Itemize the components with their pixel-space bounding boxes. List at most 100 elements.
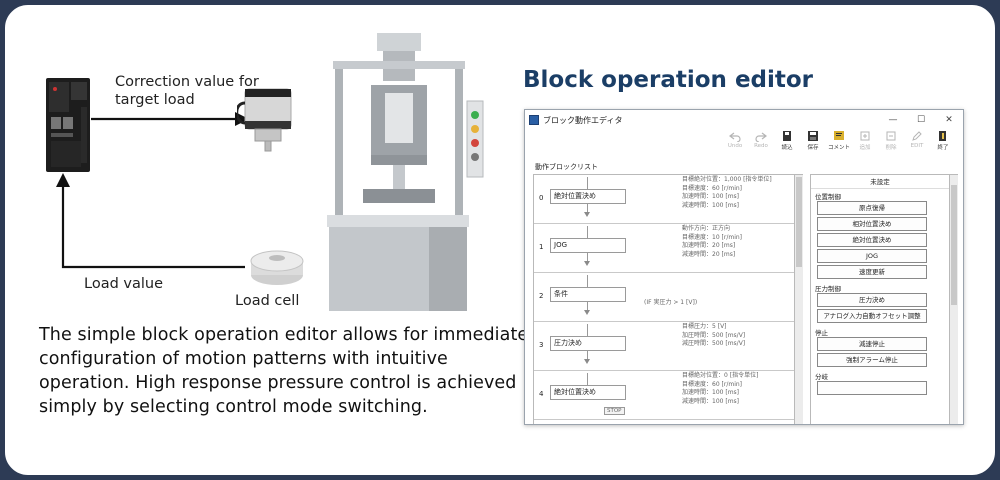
block-number: 3	[539, 341, 544, 349]
exit-icon	[939, 131, 946, 141]
minimize-button[interactable]: —	[888, 115, 898, 125]
toolbar-button-1[interactable]: Redo	[749, 130, 773, 158]
flow-line	[587, 302, 588, 311]
load-value-label: Load value	[84, 276, 163, 292]
toolbar-button-6[interactable]: 削除	[879, 130, 903, 158]
save-icon	[808, 131, 818, 141]
block-number: 4	[539, 390, 544, 398]
toolbar-button-label: コメント	[827, 145, 850, 151]
block-list-scrollbar[interactable]	[795, 174, 803, 424]
block-param: 加速時間：100 [ms]	[682, 389, 740, 397]
description-text: The simple block operation editor allows…	[39, 325, 529, 417]
palette-button[interactable]: 相対位置決め	[817, 217, 927, 231]
block-row: 1 JOG 動作方向：正方向目標速度：10 [r/min]加速時間：20 [ms]減…	[534, 224, 794, 273]
toolbar-button-label: 読込	[781, 145, 793, 151]
block-row: 3 圧力決め 目標圧力：5 [V]加圧時間：500 [ms/V]減圧時間：500 […	[534, 322, 794, 371]
block-param: 動作方向：正方向	[682, 225, 731, 232]
edit-icon	[912, 131, 922, 141]
block-params: 目標圧力：5 [V]加圧時間：500 [ms/V]減圧時間：500 [ms/V]	[682, 323, 745, 349]
palette-button[interactable]: JOG	[817, 249, 927, 263]
block-param: 目標速度：10 [r/min]	[682, 233, 743, 241]
comment-icon	[834, 131, 844, 140]
toolbar-button-4[interactable]: コメント	[827, 130, 851, 158]
block-param: 目標圧力：5 [V]	[682, 323, 727, 330]
toolbar-button-2[interactable]: 読込	[775, 130, 799, 158]
block-param: 目標速度：60 [r/min]	[682, 380, 743, 388]
undo-icon	[729, 132, 741, 142]
palette-category: 位置制御	[815, 193, 841, 201]
palette-scrollbar[interactable]	[950, 174, 958, 424]
servo-amplifier-image	[46, 78, 90, 172]
flow-arrow-icon	[584, 359, 590, 364]
toolbar-button-label: EDIT	[910, 143, 924, 149]
palette-button[interactable]: アナログ入力自動オフセット調整	[817, 309, 927, 323]
flow-arrow-icon	[584, 310, 590, 315]
editor-window: ブロック動作エディタ — ☐ ✕ Undo Redo 読込 保存 コメント 追加 削除 EDI…	[524, 109, 964, 425]
flow-line	[587, 226, 588, 238]
toolbar-button-label: 削除	[885, 145, 897, 151]
toolbar-button-8[interactable]: 終了	[931, 130, 955, 158]
flow-line	[587, 351, 588, 360]
block-param: 加速時間：100 [ms]	[682, 193, 740, 201]
block-params: 目標絶対位置：1,000 [指令単位]目標速度：60 [r/min]加速時間：1…	[682, 176, 772, 211]
block-param: 加圧時間：500 [ms/V]	[682, 331, 746, 339]
block-row: 4 絶対位置決め 目標絶対位置：0 [指令単位]目標速度：60 [r/min]加速時…	[534, 371, 794, 420]
window-titlebar: ブロック動作エディタ — ☐ ✕	[525, 110, 963, 130]
palette-button[interactable]: 圧力決め	[817, 293, 927, 307]
toolbar-button-7[interactable]: EDIT	[905, 130, 929, 158]
block-name-box[interactable]: 絶対位置決め	[550, 189, 626, 204]
block-params: 目標絶対位置：0 [指令単位]目標速度：60 [r/min]加速時間：100 […	[682, 372, 758, 407]
block-number: 1	[539, 243, 544, 251]
palette-button[interactable]: 絶対位置決め	[817, 233, 927, 247]
stop-badge: STOP	[604, 407, 625, 415]
add-icon	[860, 131, 870, 141]
toolbar-button-label: Undo	[727, 143, 743, 149]
load-cell-image	[250, 250, 304, 285]
palette-header: 未設定	[811, 175, 949, 189]
block-name-box[interactable]: 絶対位置決め	[550, 385, 626, 400]
block-params: 動作方向：正方向目標速度：10 [r/min]加速時間：20 [ms]減速時間：…	[682, 225, 742, 260]
correction-value-label: Correction value for target load	[115, 74, 259, 108]
palette-button[interactable]: 強制アラーム停止	[817, 353, 927, 367]
app-icon	[529, 115, 539, 125]
toolbar-button-label: 保存	[807, 145, 819, 151]
palette-button[interactable]: 減速停止	[817, 337, 927, 351]
redo-icon	[755, 132, 767, 142]
servo-motor-image	[237, 88, 292, 152]
block-name-box[interactable]: JOG	[550, 238, 626, 253]
toolbar-button-5[interactable]: 追加	[853, 130, 877, 158]
close-button[interactable]: ✕	[945, 115, 953, 125]
toolbar: Undo Redo 読込 保存 コメント 追加 削除 EDIT 終了	[525, 130, 963, 158]
palette-button[interactable]: 速度更新	[817, 265, 927, 279]
block-param: 加速時間：20 [ms]	[682, 242, 736, 250]
open-icon	[783, 131, 791, 141]
block-condition: (IF 実圧力 > 1 [V])	[644, 299, 698, 306]
palette-button[interactable]	[817, 381, 927, 395]
palette-button[interactable]: 原点復帰	[817, 201, 927, 215]
toolbar-button-label: 終了	[937, 145, 949, 151]
flow-line	[587, 253, 588, 262]
toolbar-button-label: 追加	[859, 145, 871, 151]
block-param: 目標速度：60 [r/min]	[682, 184, 743, 192]
flow-line	[587, 275, 588, 287]
toolbar-button-3[interactable]: 保存	[801, 130, 825, 158]
block-list-title: 動作ブロックリスト	[535, 163, 598, 171]
diagram-connectors	[56, 112, 249, 269]
block-name-box[interactable]: 圧力決め	[550, 336, 626, 351]
maximize-button[interactable]: ☐	[916, 115, 926, 125]
block-param: 減速時間：100 [ms]	[682, 202, 740, 210]
block-param: 目標絶対位置：1,000 [指令単位]	[682, 176, 772, 183]
block-number: 0	[539, 194, 544, 202]
block-name-box[interactable]: 条件	[550, 287, 626, 302]
flow-arrow-icon	[584, 212, 590, 217]
block-param: 減圧時間：500 [ms/V]	[682, 340, 746, 348]
toolbar-button-0[interactable]: Undo	[723, 130, 747, 158]
press-machine-image	[327, 33, 484, 311]
flow-line	[587, 324, 588, 336]
load-cell-label: Load cell	[235, 293, 300, 309]
block-row: 0 絶対位置決め 目標絶対位置：1,000 [指令単位]目標速度：60 [r/min…	[534, 175, 794, 224]
